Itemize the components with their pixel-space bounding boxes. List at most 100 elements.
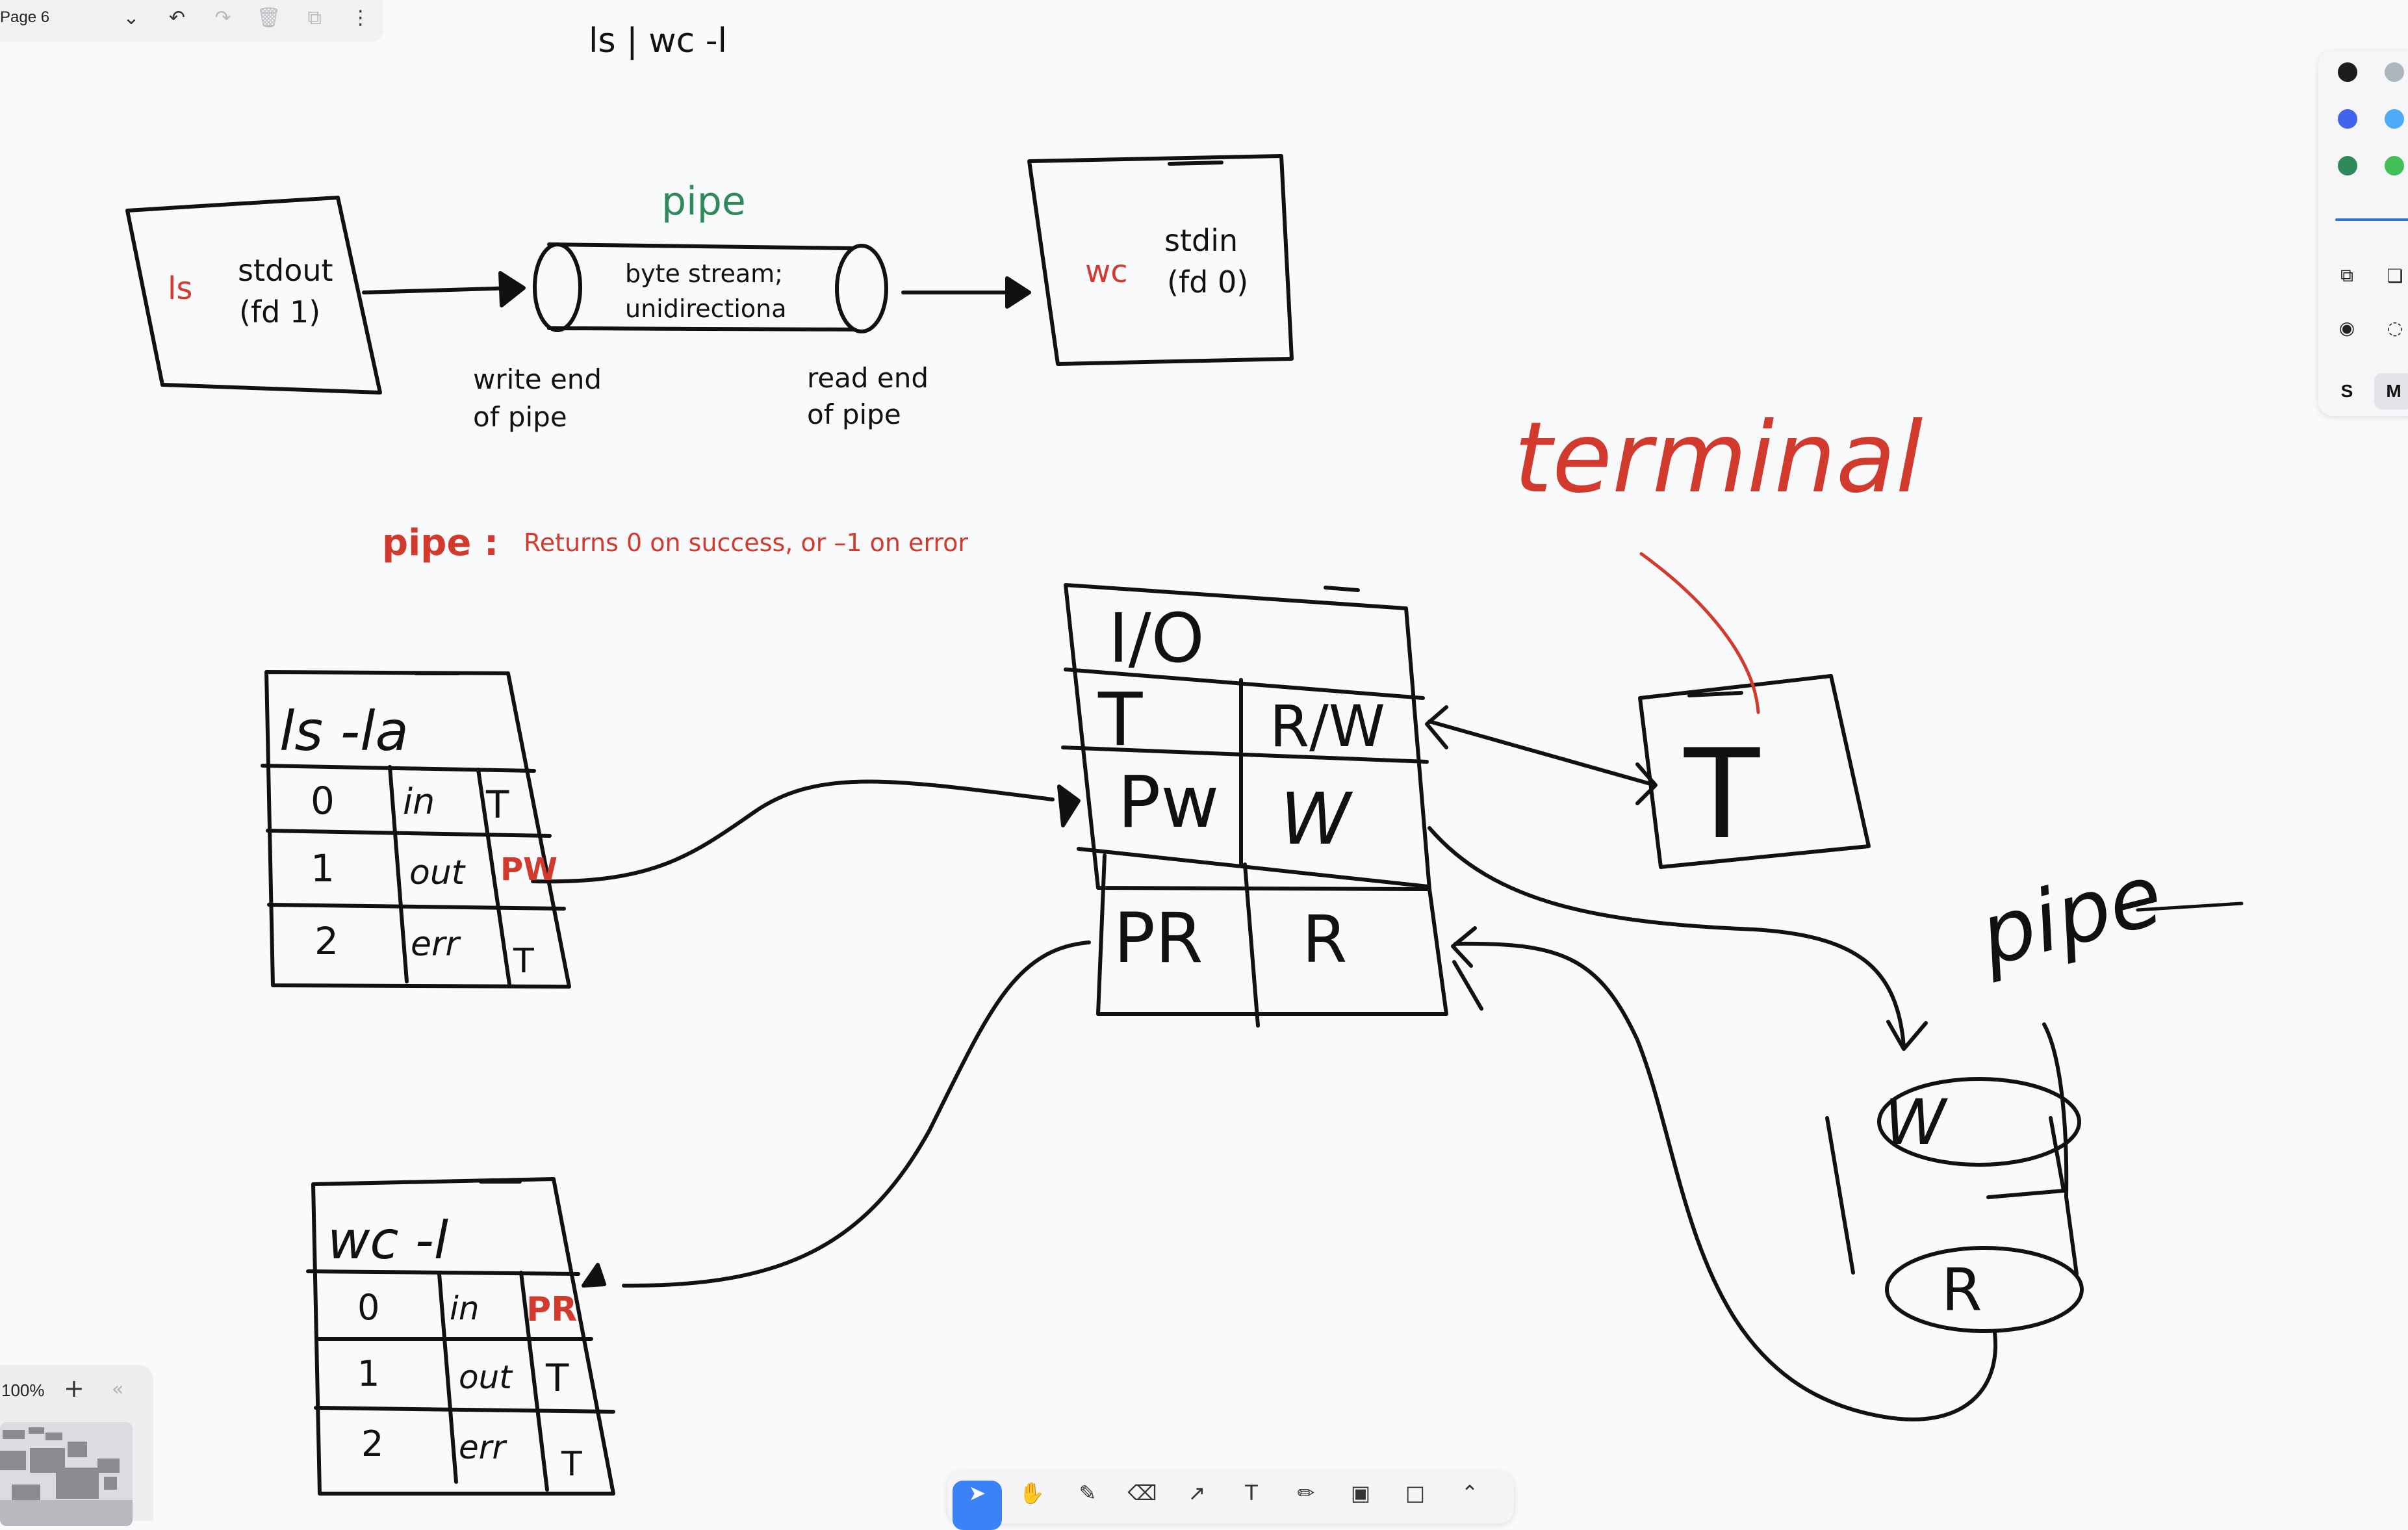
redo-icon[interactable]: ↷ xyxy=(214,6,231,29)
wc-process-box xyxy=(1027,154,1294,366)
write-end-label-2: of pipe xyxy=(473,401,567,433)
wc-row2-target: T xyxy=(561,1445,582,1484)
pipe-write-end xyxy=(533,242,582,332)
stream-line-2: unidirectiona xyxy=(625,294,787,323)
wc-fd-table xyxy=(306,1177,615,1496)
ls-row1-fd: 1 xyxy=(311,846,335,890)
draw-tool-icon[interactable]: ✎ xyxy=(1079,1481,1097,1505)
select-tool-icon[interactable]: ➤ xyxy=(953,1481,1002,1530)
opacity-icon[interactable]: ⧉ xyxy=(2340,265,2353,286)
read-end-label-1: read end xyxy=(807,362,929,394)
pipe-read-to-wc-stdin-arrow xyxy=(622,940,1091,1288)
wc-row2-fd: 2 xyxy=(361,1423,383,1464)
rectangle-tool-icon[interactable]: □ xyxy=(1405,1481,1426,1505)
pipe-buffer-read-label: R xyxy=(1941,1256,1982,1325)
io-row0-left: T xyxy=(1097,678,1143,762)
stdout-to-pipe-arrow xyxy=(362,286,515,294)
ls-row1-target: PW xyxy=(500,851,557,888)
io-row2-left: PR xyxy=(1114,898,1203,978)
pipe-buffer-write-label: W xyxy=(1884,1086,1948,1159)
wc-row1-fd: 1 xyxy=(357,1353,379,1394)
pipe-to-stdin-arrowhead xyxy=(1005,276,1031,309)
ls-table-title: ls -la xyxy=(279,699,409,763)
wc-row0-name: in xyxy=(450,1290,480,1327)
dashed-stroke-icon[interactable]: ◌ xyxy=(2387,317,2403,339)
chevron-down-icon[interactable]: ⌄ xyxy=(123,6,140,29)
wc-row0-target: PR xyxy=(526,1290,577,1329)
terminal-box-label: T xyxy=(1684,723,1760,866)
size-small-button[interactable]: S xyxy=(2340,381,2353,401)
open-file-table xyxy=(1061,583,1448,1028)
pipe-returns-text: Returns 0 on success, or –1 on error xyxy=(524,528,968,557)
undo-icon[interactable]: ↶ xyxy=(168,6,186,29)
wc-row1-name: out xyxy=(459,1358,513,1396)
solid-stroke-icon[interactable]: ◉ xyxy=(2338,317,2355,339)
color-swatch-light-blue[interactable] xyxy=(2385,109,2404,129)
ls-row2-fd: 2 xyxy=(314,919,339,963)
stdout-label: stdout xyxy=(238,253,333,288)
wc-row0-fd: 0 xyxy=(357,1287,379,1328)
ls-stdout-to-pipe-write-arrow xyxy=(531,779,1055,884)
io-row1-right: W xyxy=(1280,777,1353,861)
ls-row0-fd: 0 xyxy=(311,779,335,823)
pipe-annotation-stroke xyxy=(2136,901,2244,912)
eraser-tool-icon[interactable]: ⌫ xyxy=(1127,1481,1157,1505)
terminal-box xyxy=(1638,674,1871,869)
pipe-cylinder xyxy=(547,242,856,331)
tool-bar: ➤ ✋ ✎ ⌫ ↗ T ✏ ▣ □ ⌃ xyxy=(947,1472,1514,1530)
duplicate-icon[interactable]: ⧉ xyxy=(307,6,322,29)
asset-tool-icon[interactable]: ▣ xyxy=(1350,1481,1371,1505)
pipe-read-end xyxy=(835,244,888,333)
fd1-label: (fd 1) xyxy=(239,294,320,330)
arrow-tool-icon[interactable]: ↗ xyxy=(1188,1481,1206,1505)
ls-stdout-to-pipe-write-arrowhead xyxy=(1057,784,1081,827)
color-swatch-green[interactable] xyxy=(2338,156,2357,175)
pipe-buffer-cylinder xyxy=(1825,1022,2084,1333)
terminal-box-mark xyxy=(1687,691,1743,697)
pipe-function-label: pipe : xyxy=(382,522,498,564)
io-table-title: I/O xyxy=(1108,599,1205,678)
pipe-title: pipe xyxy=(661,179,746,224)
ls-row1-name: out xyxy=(409,853,466,892)
buffer-read-to-io-arrow xyxy=(1454,941,1998,1421)
command-label: ls | wc -l xyxy=(589,21,727,60)
pipe-read-to-wc-stdin-arrowhead xyxy=(582,1263,606,1288)
fill-icon[interactable]: ❏ xyxy=(2387,265,2403,287)
pipe-note: pipe xyxy=(1969,845,2171,985)
pipe-write-to-buffer-arrow xyxy=(1428,826,1906,1048)
page-menu-bar: Page 6 ⌄ ↶ ↷ 🗑 ⧉ ⋮ xyxy=(0,0,383,42)
color-swatch-light-green[interactable] xyxy=(2385,156,2404,175)
read-end-label-2: of pipe xyxy=(807,398,901,430)
stdin-label: stdin xyxy=(1164,223,1238,258)
zoom-level[interactable]: 100% xyxy=(1,1381,45,1400)
write-end-label-1: write end xyxy=(473,363,602,395)
style-divider xyxy=(2335,218,2408,221)
io-to-terminal-arrowhead-right xyxy=(1635,762,1658,805)
wc-label: wc xyxy=(1085,253,1128,290)
minimap[interactable] xyxy=(0,1422,133,1526)
navigation-panel: 100% + « xyxy=(0,1365,153,1526)
note-tool-icon[interactable]: ✏ xyxy=(1297,1481,1315,1505)
text-tool-icon[interactable]: T xyxy=(1245,1481,1258,1505)
wc-table-title: wc -l xyxy=(327,1210,448,1271)
wc-row1-target: T xyxy=(545,1356,569,1400)
more-icon[interactable]: ⋮ xyxy=(350,6,370,29)
color-swatch-grey[interactable] xyxy=(2385,62,2404,82)
stream-line-1: byte stream; xyxy=(625,259,783,288)
color-swatch-blue[interactable] xyxy=(2338,109,2357,129)
io-row2-right: R xyxy=(1302,901,1347,978)
stdout-to-pipe-arrowhead xyxy=(498,271,526,307)
buffer-read-to-io-arrowhead xyxy=(1451,926,1477,968)
ls-row0-target: T xyxy=(485,783,509,827)
ls-label: ls xyxy=(168,270,192,307)
collapse-icon[interactable]: « xyxy=(112,1378,124,1401)
page-name[interactable]: Page 6 xyxy=(0,8,50,26)
trash-icon[interactable]: 🗑 xyxy=(256,6,281,29)
color-swatch-black[interactable] xyxy=(2338,62,2357,82)
zoom-in-button[interactable]: + xyxy=(64,1374,84,1403)
hand-tool-icon[interactable]: ✋ xyxy=(1019,1481,1045,1505)
size-medium-button[interactable]: M xyxy=(2374,373,2408,409)
more-tools-icon[interactable]: ⌃ xyxy=(1461,1481,1479,1505)
terminal-note: terminal xyxy=(1514,402,1923,515)
